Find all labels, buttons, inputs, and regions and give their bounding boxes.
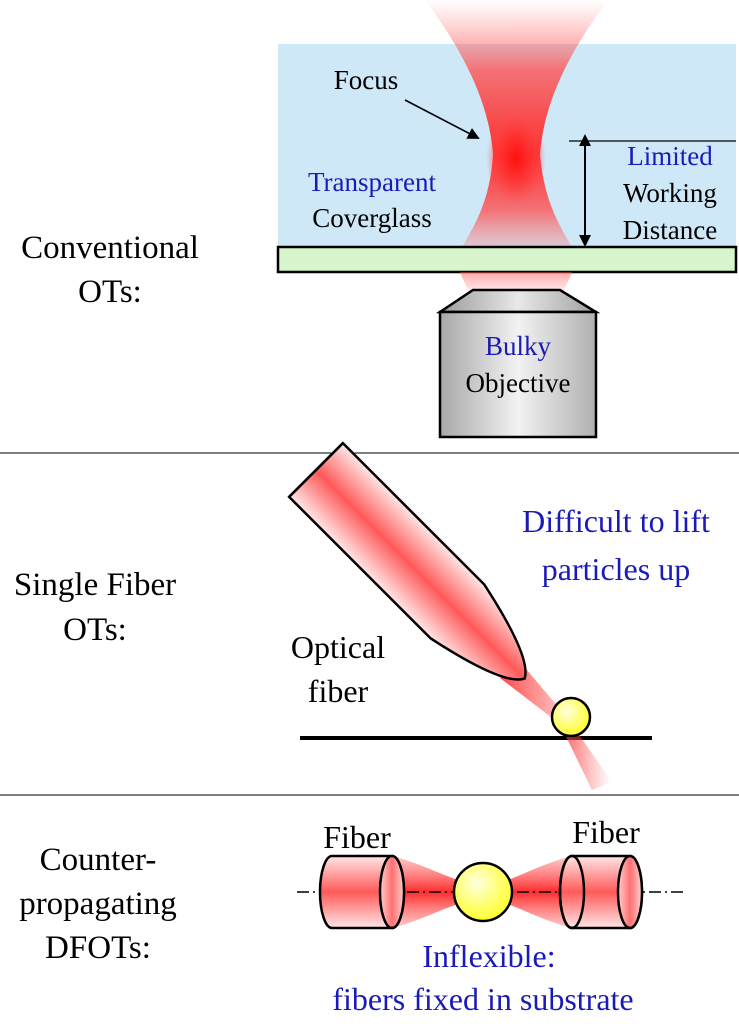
fiber-label: fiber — [308, 673, 369, 709]
left-fiber-label: Fiber — [323, 819, 391, 855]
coverglass-label: Coverglass — [312, 203, 432, 233]
optical-label: Optical — [291, 629, 385, 665]
working-label: Working — [623, 178, 717, 208]
panel-title-line2: OTs: — [63, 612, 127, 648]
fixed-in-substrate-label: fibers fixed in substrate — [332, 981, 633, 1017]
panel-title-line1: Conventional — [21, 230, 199, 266]
focus-spot — [486, 110, 546, 206]
objective-label: Objective — [466, 368, 571, 398]
beam-right — [492, 856, 572, 928]
panel-title-line2: OTs: — [78, 274, 142, 310]
right-fiber-label: Fiber — [572, 814, 640, 850]
right-fiber-face — [616, 854, 644, 930]
panel-conventional: Focus Transparent Coverglass Limited Wor… — [21, 0, 738, 439]
focus-label: Focus — [334, 65, 399, 95]
limited-label: Limited — [627, 141, 713, 171]
trapped-particle — [452, 861, 514, 923]
difficult-label: Difficult to lift — [522, 503, 710, 539]
optical-fiber — [287, 441, 527, 681]
panel-title-line2: propagating — [19, 886, 177, 922]
substrate-slide — [276, 245, 738, 274]
right-fiber-back — [558, 854, 586, 930]
objective-body — [438, 310, 598, 439]
inflexible-label: Inflexible: — [422, 938, 555, 974]
left-fiber-face — [378, 854, 406, 930]
panel-counter-propagating: Fiber Fiber Inflexible: fibers fixed in … — [19, 814, 684, 1017]
transparent-label: Transparent — [308, 167, 436, 197]
particles-up-label: particles up — [542, 551, 690, 587]
fiber-core-line — [288, 442, 344, 498]
trapped-particle — [550, 696, 592, 738]
panel-title-line1: Single Fiber — [14, 567, 176, 603]
focus-arrow — [404, 99, 480, 139]
distance-label: Distance — [623, 215, 717, 245]
bulky-label: Bulky — [485, 331, 552, 361]
beam-upper — [425, 0, 608, 155]
panel-title-line3: DFOTs: — [45, 930, 151, 966]
panel-title-line1: Counter- — [40, 842, 157, 878]
objective-cap — [435, 288, 601, 314]
panel-single-fiber: Difficult to lift particles up Optical f… — [14, 441, 710, 790]
